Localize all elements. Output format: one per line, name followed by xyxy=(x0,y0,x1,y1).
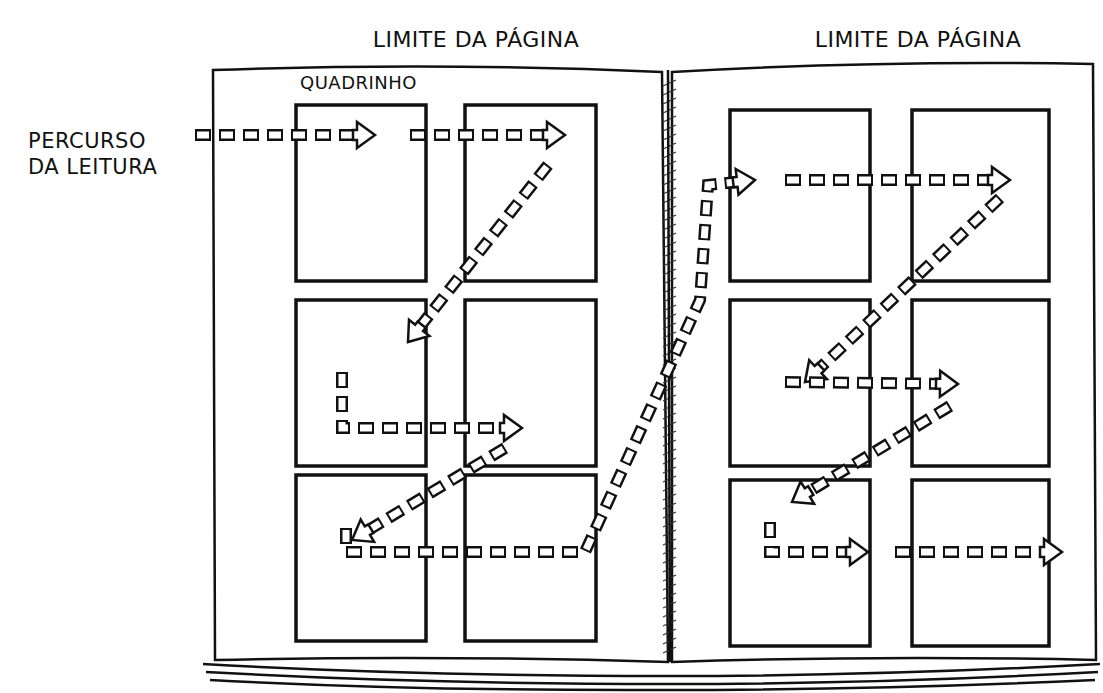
dash-outline xyxy=(418,165,548,329)
spine-shading xyxy=(663,116,676,122)
dash-outline xyxy=(785,382,942,384)
arrow-head xyxy=(353,122,375,148)
dash-outline xyxy=(770,522,852,552)
dash-fill xyxy=(346,182,739,552)
dash-fill xyxy=(342,372,506,428)
arrow-head xyxy=(1040,539,1062,565)
spine-shading xyxy=(663,80,676,86)
spine-shading xyxy=(663,89,676,95)
arrow-head xyxy=(543,122,565,148)
reading-path-arrow xyxy=(352,448,505,542)
book-page xyxy=(672,63,1096,662)
reading-path-arrow xyxy=(342,372,522,441)
dash-outline xyxy=(817,198,1000,371)
dash-outline xyxy=(806,406,950,494)
reading-path-arrow xyxy=(895,539,1062,565)
comic-panels xyxy=(296,105,1049,646)
reading-path-arrow xyxy=(785,167,1010,193)
page-limit-label: LIMITE DA PÁGINA xyxy=(815,26,1022,54)
arrow-head xyxy=(352,520,374,542)
dash-outline xyxy=(342,372,506,428)
spine-shading xyxy=(663,134,676,140)
spine-shading xyxy=(663,98,676,104)
comic-panel xyxy=(912,110,1049,281)
dash-fill xyxy=(366,448,505,532)
dash-fill xyxy=(195,132,359,139)
reading-path-arrows xyxy=(195,122,1062,565)
dash-outline xyxy=(785,174,994,186)
dash-fill xyxy=(806,406,950,494)
page-limit-label: LIMITE DA PÁGINA xyxy=(373,26,580,54)
dash-fill xyxy=(785,177,994,184)
dash-fill xyxy=(770,522,852,552)
page-stack-line xyxy=(210,680,1095,690)
dash-fill xyxy=(418,165,548,329)
reading-path-arrow xyxy=(195,122,375,148)
comic-panel xyxy=(730,110,870,281)
open-book xyxy=(203,63,1100,690)
panel-label: QUADRINHO xyxy=(300,72,417,95)
arrow-head xyxy=(408,320,429,342)
reading-path-label: PERCURSO DA LEITURA xyxy=(28,128,178,181)
comic-panel xyxy=(465,300,596,466)
reading-path-arrow xyxy=(346,169,755,552)
reading-path-arrow xyxy=(785,371,958,397)
arrow-head xyxy=(846,539,868,565)
page-stack-line xyxy=(206,672,1098,684)
dash-outline xyxy=(195,129,359,141)
arrow-head xyxy=(988,167,1010,193)
dash-fill xyxy=(817,198,1000,371)
arrow-head xyxy=(936,371,958,397)
dash-fill xyxy=(785,382,942,384)
arrow-head xyxy=(792,482,814,504)
page-stack-line xyxy=(203,664,1100,676)
spine-shading xyxy=(663,125,676,131)
dash-fill xyxy=(410,132,549,139)
reading-path-arrow xyxy=(408,165,548,342)
reading-path-arrow xyxy=(410,122,565,148)
reading-path-arrow xyxy=(792,406,950,504)
spine-shading xyxy=(663,107,676,113)
comic-panel xyxy=(912,480,1049,646)
dash-outline xyxy=(895,546,1046,558)
dash-outline xyxy=(346,182,739,552)
reading-path-arrow xyxy=(805,198,1000,382)
arrow-head xyxy=(733,169,755,195)
dash-fill xyxy=(895,549,1046,556)
comic-panel xyxy=(296,300,426,466)
reading-path-arrow xyxy=(770,522,868,565)
book-page xyxy=(213,66,668,662)
comic-panel xyxy=(730,480,870,646)
dash-outline xyxy=(366,448,505,532)
arrow-head xyxy=(500,415,522,441)
dash-outline xyxy=(410,129,549,141)
